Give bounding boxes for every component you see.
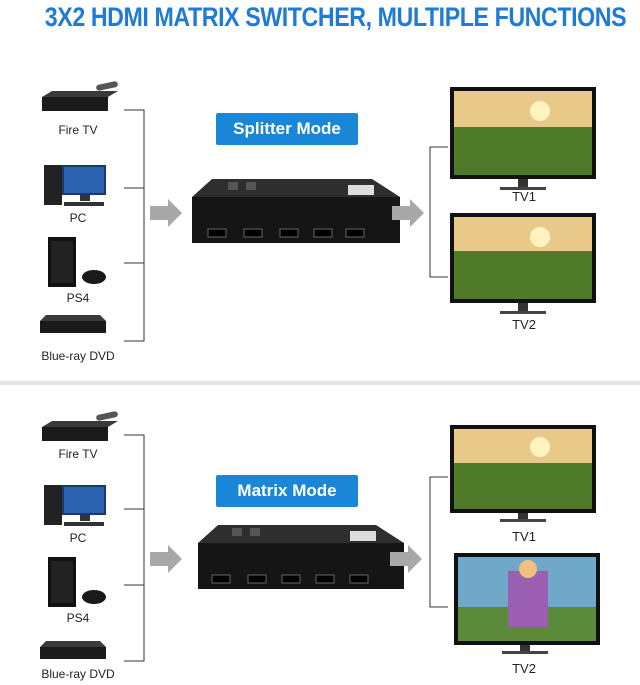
pc-device-icon	[44, 165, 106, 206]
mode-label: Matrix Mode	[216, 475, 358, 507]
fire-tv-device-icon	[42, 81, 118, 111]
hdmi-matrix-device	[192, 179, 400, 243]
arrow-right-icon	[150, 199, 182, 227]
output-label-tv2: TV2	[512, 661, 536, 676]
matrix-diagram	[40, 411, 600, 662]
ps4-device-icon	[48, 557, 106, 607]
mode-label: Splitter Mode	[216, 113, 358, 145]
source-label-fire-tv: Fire TV	[58, 123, 98, 137]
output-label-tv1: TV1	[512, 189, 536, 204]
output-bracket	[429, 146, 448, 278]
tv2-icon	[450, 213, 596, 314]
matrix-mode-panel: Matrix Mode Fire TV PC PS4 Blue-ray DVD …	[0, 385, 640, 685]
input-bracket	[124, 109, 145, 342]
source-label-pc: PC	[69, 531, 87, 545]
source-label-ps4: PS4	[66, 291, 90, 305]
splitter-diagram	[40, 81, 596, 342]
tv2-icon	[454, 553, 600, 654]
fire-tv-device-icon	[42, 411, 118, 441]
output-bracket	[429, 476, 448, 608]
section-divider	[0, 381, 640, 385]
tv1-icon	[450, 87, 596, 190]
tv1-icon	[450, 425, 596, 522]
source-label-ps4: PS4	[66, 611, 90, 625]
output-label-tv2: TV2	[512, 317, 536, 332]
source-label-fire-tv: Fire TV	[58, 447, 98, 461]
input-bracket	[124, 434, 145, 662]
ps4-device-icon	[48, 237, 106, 287]
source-label-pc: PC	[69, 211, 87, 225]
page-title: 3X2 HDMI MATRIX SWITCHER, MULTIPLE FUNCT…	[44, 2, 627, 32]
splitter-mode-panel: Splitter Mode Fire TV PC PS4 Blue-ray DV…	[0, 55, 640, 363]
arrow-right-icon	[390, 545, 422, 573]
arrow-right-icon	[392, 199, 424, 227]
output-label-tv1: TV1	[512, 529, 536, 544]
pc-device-icon	[44, 485, 106, 526]
source-label-bluray: Blue-ray DVD	[41, 349, 115, 363]
bluray-device-icon	[40, 641, 106, 659]
source-label-bluray: Blue-ray DVD	[41, 667, 115, 681]
hdmi-matrix-device	[198, 525, 404, 589]
arrow-right-icon	[150, 545, 182, 573]
bluray-device-icon	[40, 315, 106, 333]
